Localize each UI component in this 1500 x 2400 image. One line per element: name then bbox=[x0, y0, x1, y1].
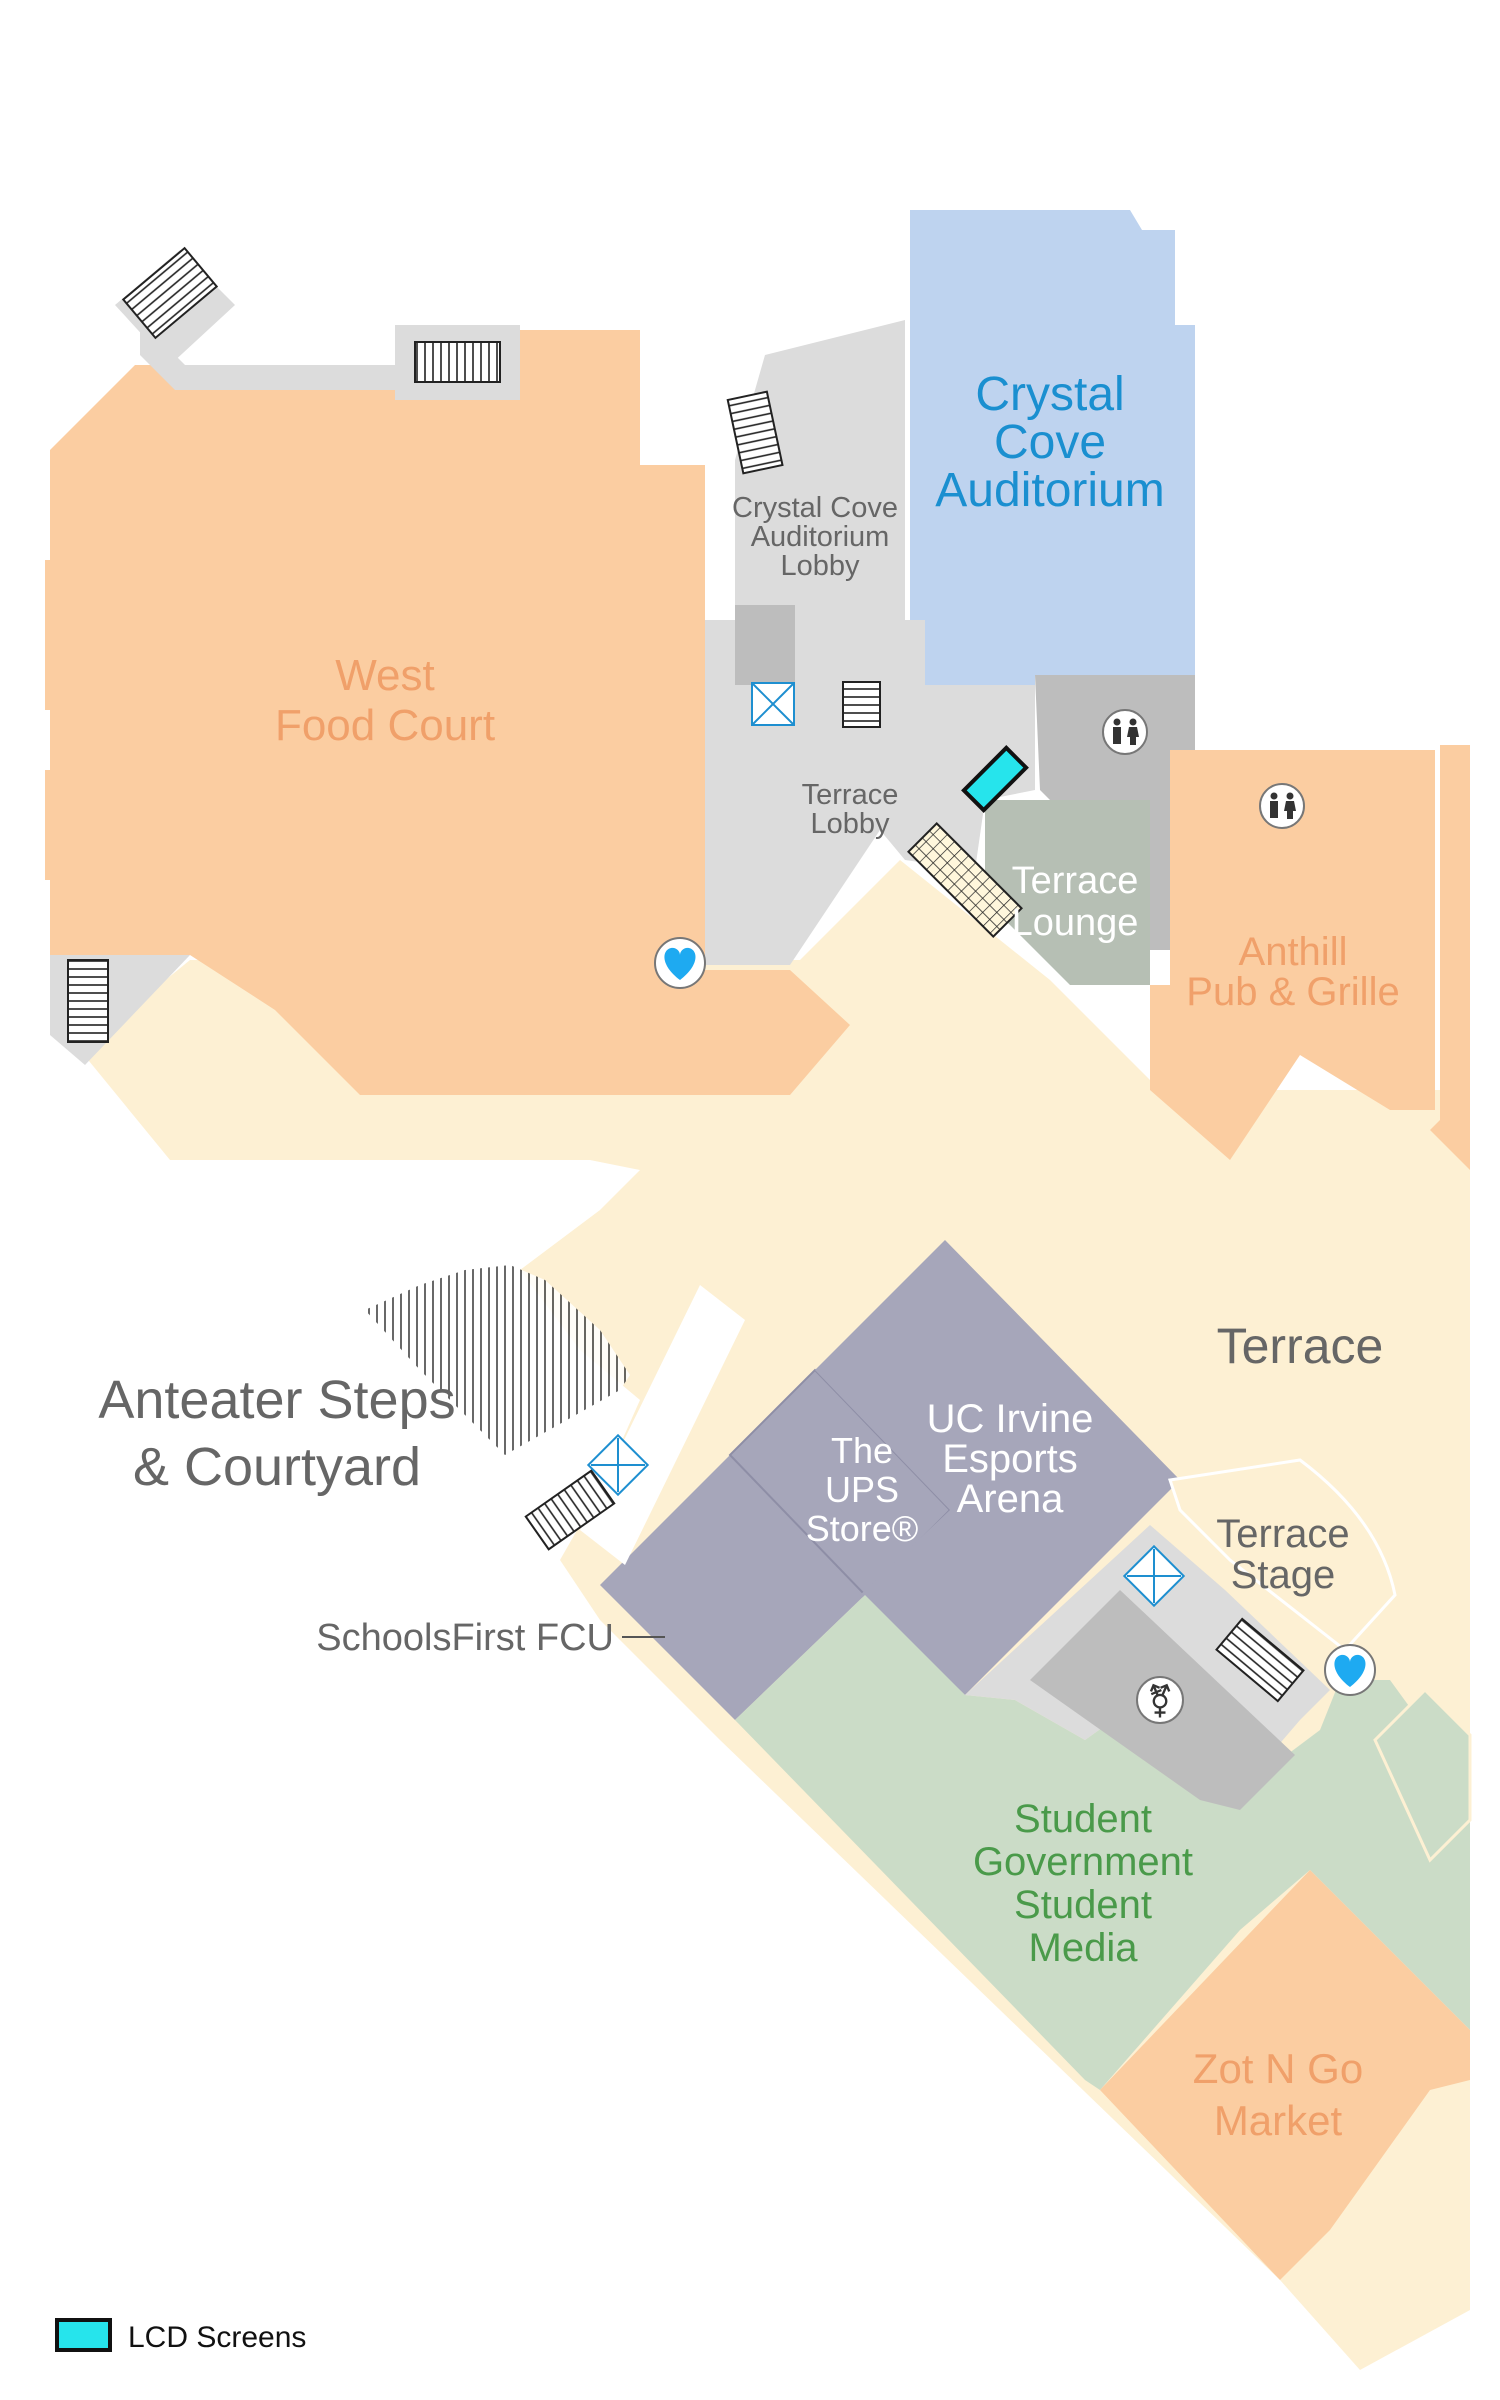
svg-text:Store®: Store® bbox=[806, 1508, 919, 1549]
svg-text:⚧: ⚧ bbox=[1147, 1682, 1174, 1720]
svg-text:Zot N Go: Zot N Go bbox=[1193, 2045, 1363, 2092]
restroom-block[interactable] bbox=[1035, 675, 1195, 950]
lcd-legend-swatch bbox=[55, 2318, 112, 2352]
svg-text:Pub & Grille: Pub & Grille bbox=[1186, 970, 1399, 1014]
schoolsfirst-fcu-area[interactable] bbox=[600, 1455, 865, 1720]
elevator-icon bbox=[586, 682, 1186, 1608]
svg-text:Student: Student bbox=[1014, 1883, 1152, 1927]
svg-text:Esports: Esports bbox=[942, 1437, 1078, 1481]
esports-arena-label: UC Irvine Esports Arena bbox=[927, 1397, 1094, 1521]
all-gender-restroom-icon: ⚧ bbox=[1136, 1676, 1184, 1724]
student-government-label: Student Government Student Media bbox=[973, 1797, 1193, 1970]
anthill-pub-label: Anthill Pub & Grille bbox=[1186, 930, 1399, 1014]
svg-text:Auditorium: Auditorium bbox=[935, 464, 1164, 517]
svg-text:The: The bbox=[831, 1430, 893, 1471]
zot-n-go-label: Zot N Go Market bbox=[1193, 2045, 1363, 2144]
walkway-gap bbox=[580, 1285, 745, 1565]
schoolsfirst-fcu-label: SchoolsFirst FCU bbox=[316, 1617, 614, 1659]
svg-text:Crystal: Crystal bbox=[975, 368, 1124, 421]
svg-text:Arena: Arena bbox=[957, 1477, 1064, 1521]
west-food-court-label: West Food Court bbox=[275, 651, 495, 750]
svg-text:Lobby: Lobby bbox=[780, 550, 860, 582]
svg-text:Student: Student bbox=[1014, 1797, 1152, 1841]
legend: LCD Screens bbox=[55, 2318, 306, 2354]
restroom-icon bbox=[1259, 783, 1305, 829]
svg-text:West: West bbox=[335, 651, 434, 700]
svg-text:& Courtyard: & Courtyard bbox=[133, 1437, 421, 1497]
svg-text:Lounge: Lounge bbox=[1012, 902, 1139, 944]
svg-text:Government: Government bbox=[973, 1840, 1193, 1884]
green-corner-room bbox=[1373, 1687, 1472, 1863]
terrace-lobby-label: Terrace Lobby bbox=[802, 779, 899, 840]
anteater-steps-label: Anteater Steps & Courtyard bbox=[98, 1370, 455, 1497]
restroom-icon bbox=[1102, 709, 1148, 755]
west-food-court-area[interactable] bbox=[45, 330, 850, 1095]
heart-icon bbox=[1324, 1644, 1376, 1696]
crystal-cove-lobby-label: Crystal Cove Auditorium Lobby bbox=[732, 492, 898, 582]
lcd-legend-label: LCD Screens bbox=[128, 2321, 306, 2354]
terrace-lounge-area[interactable] bbox=[985, 800, 1150, 985]
stairs-icon bbox=[67, 246, 1305, 1703]
svg-text:Terrace: Terrace bbox=[1012, 860, 1139, 902]
anthill-pub-annex bbox=[1430, 745, 1470, 1170]
lcd-screen-icon bbox=[961, 745, 1029, 813]
anthill-pub-area[interactable] bbox=[1150, 750, 1435, 1160]
svg-text:Terrace: Terrace bbox=[802, 779, 899, 811]
svg-text:Cove: Cove bbox=[994, 416, 1106, 469]
svg-text:Anteater Steps: Anteater Steps bbox=[98, 1370, 455, 1430]
svg-text:UC Irvine: UC Irvine bbox=[927, 1397, 1094, 1441]
svg-text:Food Court: Food Court bbox=[275, 701, 495, 750]
terrace-lobby-area[interactable] bbox=[705, 685, 1035, 965]
crystal-cove-auditorium-area[interactable] bbox=[910, 210, 1195, 685]
svg-text:Anthill: Anthill bbox=[1239, 930, 1348, 974]
esports-arena-area[interactable] bbox=[815, 1240, 1180, 1695]
svg-text:Market: Market bbox=[1214, 2097, 1343, 2144]
svg-text:Media: Media bbox=[1029, 1926, 1139, 1970]
heart-icon bbox=[654, 937, 706, 989]
svg-text:UPS: UPS bbox=[825, 1469, 899, 1510]
svg-text:Stage: Stage bbox=[1231, 1553, 1336, 1597]
zot-n-go-area[interactable] bbox=[1100, 1870, 1470, 2280]
ups-store-label: The UPS Store® bbox=[806, 1430, 919, 1549]
svg-text:Auditorium: Auditorium bbox=[751, 521, 890, 553]
terrace-label: Terrace bbox=[1217, 1318, 1384, 1374]
terrace-stage-area[interactable] bbox=[1168, 1458, 1397, 1653]
crystal-cove-auditorium-label: Crystal Cove Auditorium bbox=[935, 368, 1164, 517]
svg-text:Lobby: Lobby bbox=[810, 808, 890, 840]
terrace-lounge-label: Terrace Lounge bbox=[1012, 860, 1139, 944]
upper-corridor bbox=[140, 320, 395, 390]
svg-text:Terrace: Terrace bbox=[1216, 1512, 1349, 1556]
terrace-stage-label: Terrace Stage bbox=[1216, 1512, 1349, 1597]
lobby-room bbox=[735, 605, 795, 685]
student-government-area[interactable] bbox=[735, 1595, 1470, 2090]
anteater-steps-hatch bbox=[365, 1265, 630, 1455]
svg-text:Crystal Cove: Crystal Cove bbox=[732, 492, 898, 524]
